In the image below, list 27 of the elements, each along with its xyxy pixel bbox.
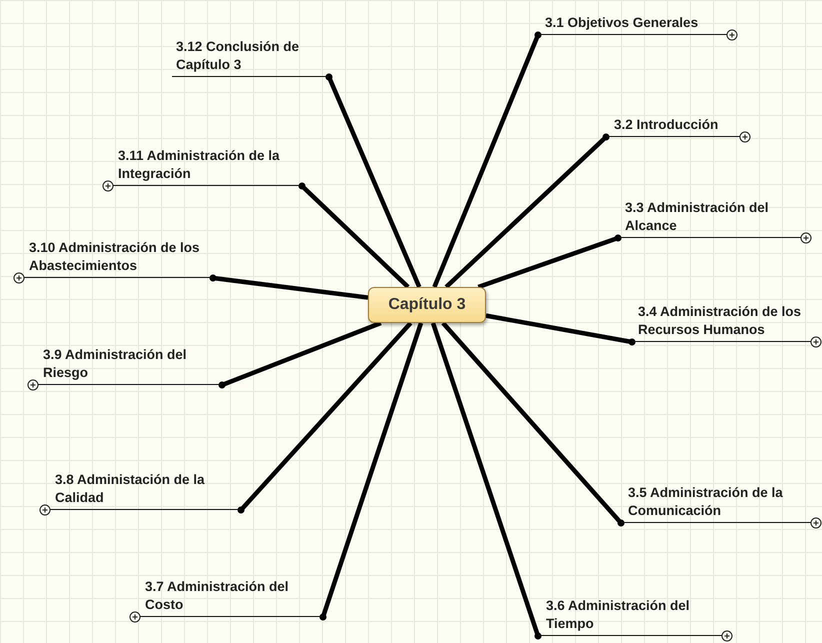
subtopic-text: 3.9 Administración del Riesgo <box>43 346 188 382</box>
central-topic-box <box>368 287 486 323</box>
subtopic-text: 3.1 Objetivos Generales <box>545 14 698 32</box>
branch-connector <box>430 322 542 640</box>
branch-connector <box>326 74 422 288</box>
branch-connector <box>320 322 424 620</box>
topic-title: Capítulo 3 <box>388 295 466 315</box>
subtopic-text: 3.12 Conclusión de Capítulo 3 <box>176 38 300 74</box>
branch-connector <box>478 234 622 290</box>
subtopic-text: 3.8 Administación de la Calidad <box>55 471 206 507</box>
branch-connector <box>238 321 412 514</box>
subtopic-text: 3.5 Administración de la Comunicación <box>628 484 784 520</box>
subtopic-text: 3.3 Administración del Alcance <box>625 199 770 235</box>
branch-connector <box>444 134 610 289</box>
branch-connector <box>441 322 624 526</box>
subtopic-text: 3.7 Administración del Costo <box>145 578 290 614</box>
branch-connector <box>218 320 382 388</box>
subtopic-text: 3.6 Administración del Tiempo <box>546 597 691 633</box>
branch-connector <box>432 32 542 288</box>
branch-connector <box>298 182 410 289</box>
branch-connector <box>486 313 636 346</box>
branch-connector <box>210 274 368 300</box>
subtopic-text: 3.2 Introducción <box>614 116 718 134</box>
subtopic-text: 3.4 Administración de los Recursos Humanos <box>638 303 802 339</box>
subtopic-label <box>172 38 329 77</box>
subtopic-text: 3.10 Administración de los Abastecimientos <box>29 239 201 275</box>
subtopic-text: 3.11 Administración de la Integración <box>118 147 281 183</box>
